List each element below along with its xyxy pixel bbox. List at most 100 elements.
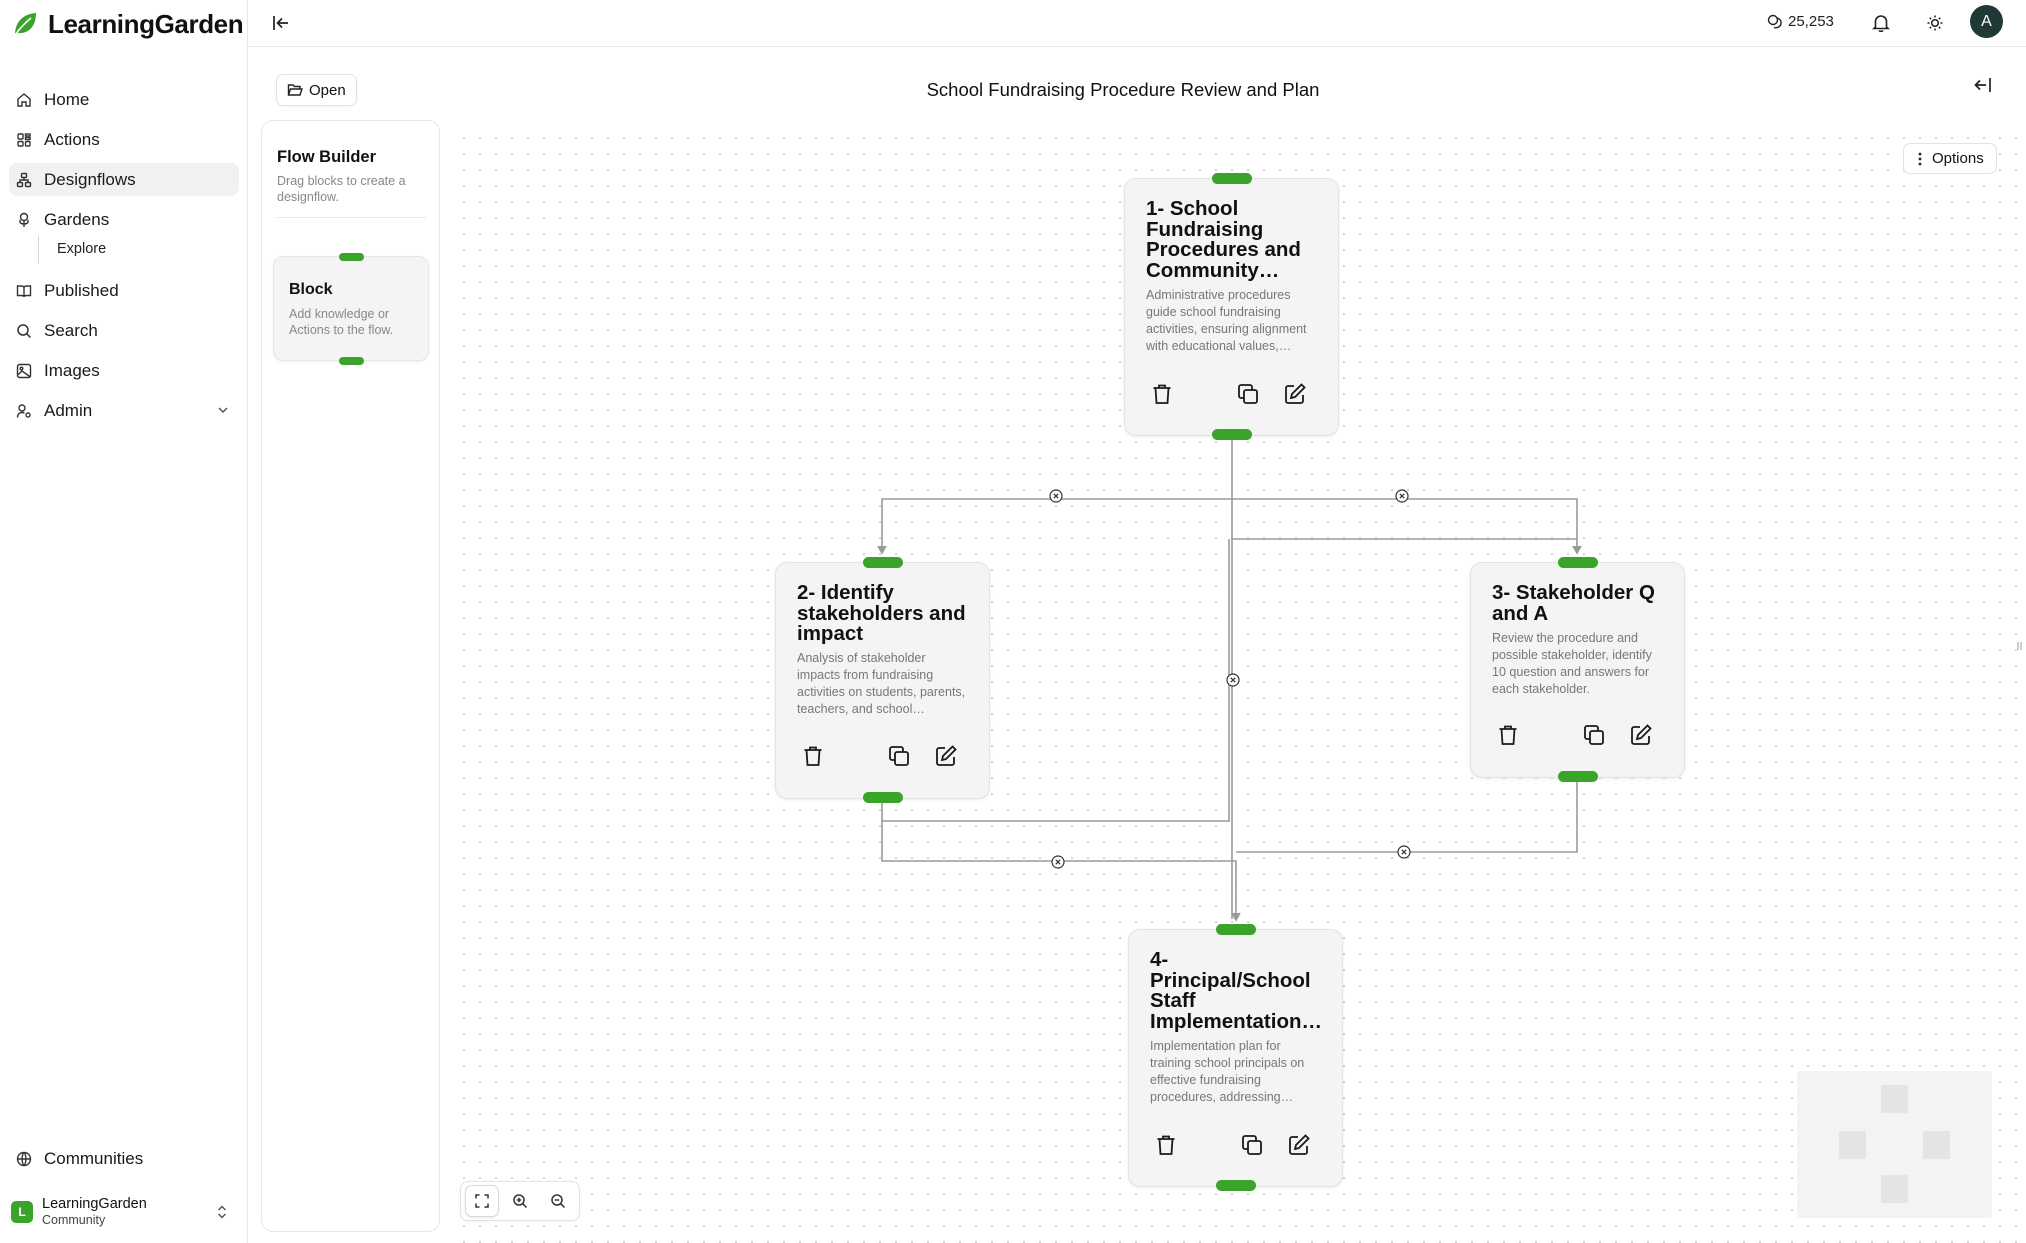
flow-title: School Fundraising Procedure Review and … [926,79,1320,100]
collapse-panel-icon[interactable] [1972,74,1994,96]
delete-node-button[interactable] [1493,720,1523,750]
trash-icon [804,746,822,766]
divider [277,217,426,218]
node-input-handle[interactable] [1216,924,1256,935]
node-title: 3- Stakeholder Q and A [1492,583,1655,624]
coins-icon [1767,14,1782,28]
minimap-node [1839,1131,1866,1159]
flow-node-4[interactable]: 4- Principal/School Staff Implementation… [1128,924,1343,1191]
globe-icon [16,1151,32,1166]
actions-grid-icon [17,132,31,147]
edge-1-4 [1231,499,1577,540]
sidebar-item-gardens[interactable]: Gardens [9,203,239,236]
organization-switcher[interactable]: L LearningGarden Community [11,1192,237,1232]
flow-node-2[interactable]: 2- Identify stakeholders and impact Anal… [775,557,990,803]
sidebar-item-home[interactable]: Home [9,83,239,116]
submenu-guide-line [38,236,39,264]
node-title: 2- Identify stakeholders and impact [797,583,966,645]
workflow-icon [16,172,32,187]
flow-node-1[interactable]: 1- School Fundraising Procedures and Com… [1124,173,1339,440]
duplicate-node-button[interactable] [1579,720,1609,750]
edge-3-4 [1236,780,1578,853]
edge-delete-icon[interactable] [1226,673,1240,687]
book-open-icon [16,284,32,297]
edit-node-button[interactable] [931,741,961,771]
edit-node-button[interactable] [1626,720,1656,750]
edit-node-button[interactable] [1284,1130,1314,1160]
flow-canvas[interactable]: 1- School Fundraising Procedures and Com… [452,126,2018,1243]
node-output-handle[interactable] [863,792,903,803]
fullscreen-icon [475,1194,489,1208]
edit-icon [936,745,957,766]
bell-icon[interactable] [1870,12,1892,34]
minimap[interactable] [1797,1071,1992,1218]
user-avatar[interactable]: A [1970,5,2003,38]
delete-node-button[interactable] [1151,1130,1181,1160]
edge-delete-icon[interactable] [1397,845,1411,859]
trash-icon [1153,384,1171,404]
options-button[interactable]: Options [1903,143,1997,174]
node-output-handle[interactable] [1212,429,1252,440]
node-output-handle[interactable] [1216,1180,1256,1191]
sidebar-item-label: Home [44,89,90,109]
duplicate-node-button[interactable] [884,741,914,771]
resize-grip-icon[interactable] [2016,640,2024,652]
sidebar-item-communities[interactable]: Communities [9,1142,239,1175]
edit-node-button[interactable] [1280,379,1310,409]
palette-block-description: Add knowledge or Actions to the flow. [289,307,394,337]
sidebar-item-label: Search [44,320,98,340]
open-flow-button[interactable]: Open [276,74,357,106]
edge-arrow [1572,545,1582,555]
credits-counter[interactable]: 25,253 [1767,13,1834,30]
copy-icon [1238,384,1258,404]
node-input-handle[interactable] [1558,557,1598,568]
top-bar: 25,253 A [248,0,2026,47]
options-label: Options [1932,150,1984,167]
copy-icon [1584,725,1604,745]
more-vertical-icon [1918,152,1922,165]
image-icon [16,363,32,378]
sidebar-item-search[interactable]: Search [9,314,239,347]
search-icon [17,323,32,338]
sidebar-item-label: Communities [44,1148,144,1168]
user-cog-icon [16,403,31,418]
sidebar-item-designflows[interactable]: Designflows [9,163,239,196]
sidebar-item-images[interactable]: Images [9,354,239,387]
zoom-in-button[interactable] [503,1185,537,1217]
duplicate-node-button[interactable] [1233,379,1263,409]
sidebar-item-label: Actions [44,129,100,149]
fit-view-button[interactable] [465,1185,499,1217]
edge-delete-icon[interactable] [1051,855,1065,869]
node-input-handle[interactable] [1212,173,1252,184]
chevron-down-icon[interactable] [216,403,230,417]
app-logo[interactable]: LearningGarden [12,8,244,39]
minimap-node [1881,1085,1908,1113]
credits-value: 25,253 [1788,13,1834,30]
sidebar-subitem-explore[interactable]: Explore [57,241,107,257]
edge-delete-icon[interactable] [1049,489,1063,503]
edge-delete-icon[interactable] [1395,489,1409,503]
duplicate-node-button[interactable] [1237,1130,1267,1160]
sidebar-item-actions[interactable]: Actions [9,123,239,156]
sidebar-item-admin[interactable]: Admin [9,394,239,427]
delete-node-button[interactable] [798,741,828,771]
trash-icon [1499,725,1517,745]
flow-builder-subtitle: Drag blocks to create a designflow. [277,174,406,204]
flow-node-3[interactable]: 3- Stakeholder Q and A Review the proced… [1470,557,1685,782]
sidebar-item-label: Gardens [44,209,110,229]
app-name: LearningGarden [48,8,244,39]
sidebar-item-published[interactable]: Published [9,274,239,307]
leaf-logo-icon [14,13,36,36]
folder-open-icon [287,84,303,96]
node-description: Implementation plan for training school … [1150,1039,1305,1104]
node-output-handle[interactable] [1558,771,1598,782]
palette-block-draggable[interactable]: Block Add knowledge or Actions to the fl… [273,253,429,365]
node-input-handle[interactable] [863,557,903,568]
zoom-out-button[interactable] [541,1185,575,1217]
block-output-handle [339,357,364,365]
minimap-node [1923,1131,1950,1159]
node-description: Administrative procedures guide school f… [1146,288,1307,353]
collapse-sidebar-icon[interactable] [270,12,292,34]
sun-icon[interactable] [1924,12,1946,34]
delete-node-button[interactable] [1147,379,1177,409]
